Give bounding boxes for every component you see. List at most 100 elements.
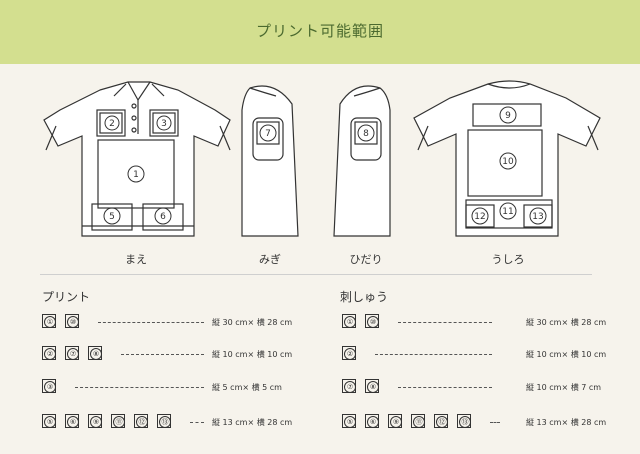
- print-size-text: 縦 5 cm× 横 5 cm: [212, 383, 282, 392]
- section-divider: [40, 274, 592, 275]
- label-area-2: 2: [109, 119, 115, 129]
- area-back-10: [467, 129, 543, 197]
- print-badge-number: ⑤: [44, 416, 56, 428]
- label-area-7: 7: [265, 129, 271, 139]
- label-area-3: 3: [161, 119, 167, 129]
- embroidery-leader-line: [490, 422, 500, 423]
- print-size-text: 縦 10 cm× 横 10 cm: [212, 350, 293, 359]
- embroidery-size-text: 縦 10 cm× 横 10 cm: [526, 350, 607, 359]
- embroidery-badge-number: ⑥: [367, 416, 379, 428]
- view-label-left: ひだり: [349, 253, 383, 266]
- area-front-5: [91, 203, 133, 231]
- area-back-13: [523, 204, 553, 228]
- print-badge-number: ③: [44, 381, 56, 393]
- embroidery-badge: ⑨: [388, 414, 402, 428]
- print-badge-number: ⑩: [67, 316, 79, 328]
- embroidery-badge-number: ⑬: [459, 416, 471, 428]
- embroidery-size-text: 縦 10 cm× 横 7 cm: [526, 383, 602, 392]
- print-badge-number: ⑪: [113, 416, 125, 428]
- print-badge: ⑩: [65, 314, 79, 328]
- label-area-12: 12: [474, 212, 485, 222]
- view-label-back: うしろ: [491, 253, 525, 266]
- print-badge-number: ①: [44, 316, 56, 328]
- print-badge: ⑨: [88, 414, 102, 428]
- embroidery-badge-number: ⑪: [413, 416, 425, 428]
- embroidery-badge-number: ⑦: [344, 381, 356, 393]
- embroidery-badge-number: ⑧: [367, 381, 379, 393]
- view-label-right: みぎ: [259, 253, 281, 266]
- area-front-1: [97, 139, 175, 209]
- area-front-3: [149, 109, 179, 137]
- embroidery-badge-number: ⑫: [436, 416, 448, 428]
- label-area-1: 1: [133, 170, 139, 180]
- print-leader-line: [121, 354, 204, 355]
- print-badge-number: ⑧: [90, 348, 102, 360]
- print-badge-number: ⑫: [136, 416, 148, 428]
- back-shirt-outline: [413, 80, 601, 237]
- embroidery-badge: ⑧: [365, 379, 379, 393]
- print-badge: ⑪: [111, 414, 125, 428]
- label-area-9: 9: [505, 111, 511, 121]
- print-badge: ⑧: [88, 346, 102, 360]
- print-leader-line: [190, 422, 204, 423]
- embroidery-badge: ⑥: [365, 414, 379, 428]
- embroidery-section-title: 刺しゅう: [340, 290, 389, 304]
- print-size-text: 縦 30 cm× 横 28 cm: [212, 318, 293, 327]
- embroidery-badge-number: ⑩: [367, 316, 379, 328]
- embroidery-badge: ①: [342, 314, 356, 328]
- label-area-13: 13: [532, 212, 543, 222]
- area-right-7: [252, 117, 284, 161]
- label-area-8: 8: [363, 129, 369, 139]
- label-area-5: 5: [109, 212, 115, 222]
- page-title: プリント可能範囲: [255, 22, 384, 40]
- print-leader-line: [75, 387, 204, 388]
- label-area-11: 11: [502, 207, 513, 217]
- left-sleeve-outline: [333, 85, 391, 237]
- print-leader-line: [98, 322, 204, 323]
- print-badge: ⑫: [134, 414, 148, 428]
- embroidery-badge: ⑪: [411, 414, 425, 428]
- embroidery-leader-line: [375, 354, 492, 355]
- embroidery-badge-number: ⑨: [390, 416, 402, 428]
- print-badge: ①: [42, 314, 56, 328]
- front-shirt-outline: [43, 81, 231, 237]
- print-badge: ②: [42, 346, 56, 360]
- embroidery-badge-number: ⑤: [344, 416, 356, 428]
- embroidery-badge: ⑩: [365, 314, 379, 328]
- embroidery-badge: ⑬: [457, 414, 471, 428]
- print-badge-number: ⑬: [159, 416, 171, 428]
- print-badge-number: ⑦: [67, 348, 79, 360]
- embroidery-badge: ⑦: [342, 379, 356, 393]
- area-front-6: [142, 203, 184, 231]
- embroidery-badge-number: ②: [344, 348, 356, 360]
- embroidery-leader-line: [398, 322, 492, 323]
- embroidery-badge-number: ①: [344, 316, 356, 328]
- print-badge: ③: [42, 379, 56, 393]
- embroidery-row: ② 縦 10 cm× 横 10 cm: [342, 346, 632, 362]
- print-badge: ⑦: [65, 346, 79, 360]
- print-size-text: 縦 13 cm× 横 28 cm: [212, 418, 293, 427]
- embroidery-badge: ⑫: [434, 414, 448, 428]
- print-row: ③ 縦 5 cm× 横 5 cm: [42, 379, 332, 395]
- header-bar: プリント可能範囲: [0, 0, 640, 64]
- label-area-6: 6: [160, 212, 166, 222]
- area-back-12: [465, 204, 495, 228]
- print-badge-number: ②: [44, 348, 56, 360]
- label-area-10: 10: [502, 157, 514, 167]
- print-badge-number: ⑥: [67, 416, 79, 428]
- print-badge: ⑤: [42, 414, 56, 428]
- view-label-front: まえ: [125, 253, 147, 266]
- embroidery-badge: ⑤: [342, 414, 356, 428]
- embroidery-size-text: 縦 13 cm× 横 28 cm: [526, 418, 607, 427]
- right-sleeve-outline: [241, 85, 299, 237]
- embroidery-size-text: 縦 30 cm× 横 28 cm: [526, 318, 607, 327]
- embroidery-leader-line: [398, 387, 492, 388]
- print-badge: ⑥: [65, 414, 79, 428]
